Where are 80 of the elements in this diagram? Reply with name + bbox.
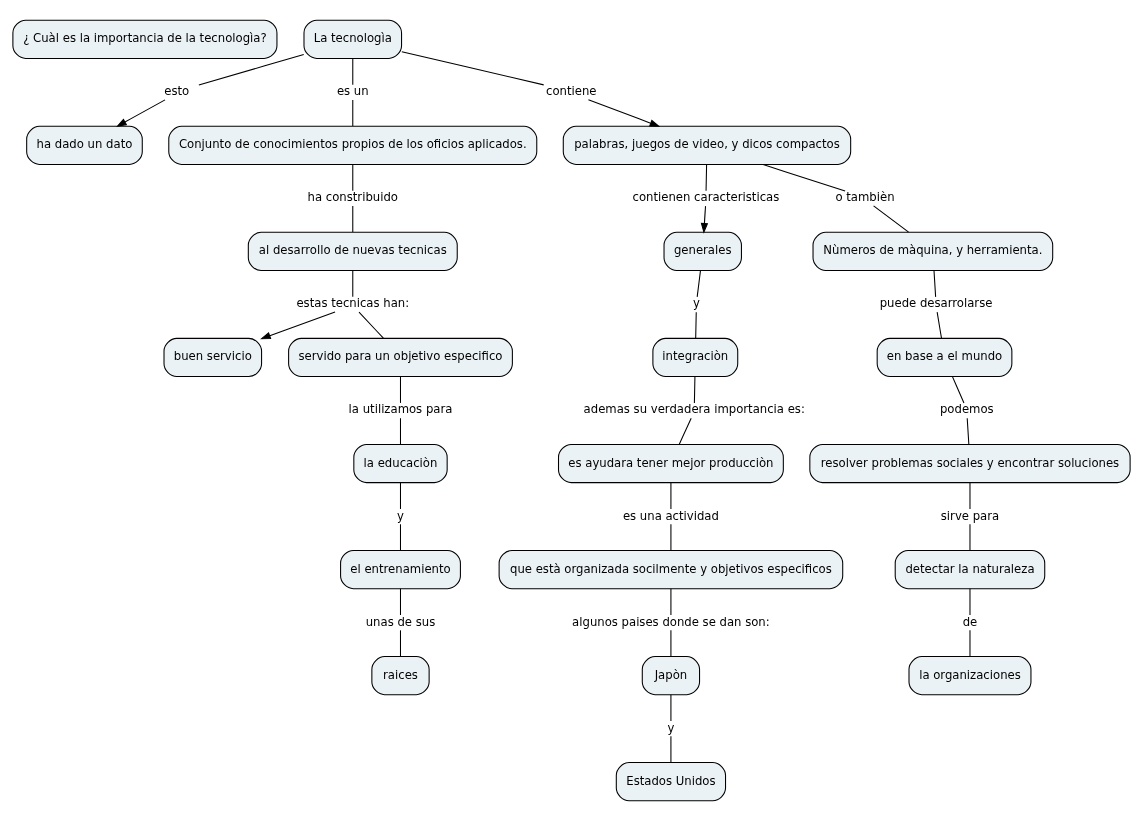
connector bbox=[198, 53, 305, 85]
node-text: puede desarrolarse bbox=[879, 295, 993, 310]
node-text: es una actividad bbox=[622, 508, 719, 523]
connector bbox=[399, 523, 402, 551]
node-box: buen servicio bbox=[163, 337, 263, 377]
node-text: contienen caracteristicas bbox=[632, 189, 780, 204]
connector bbox=[969, 629, 971, 657]
node-text: la utilizamos para bbox=[348, 401, 453, 416]
node-text: ha constribuido bbox=[307, 189, 398, 204]
connector bbox=[670, 735, 672, 763]
node-box: en base a el mundo bbox=[876, 337, 1013, 377]
connector bbox=[670, 523, 672, 551]
node-box: resolver problemas sociales y encontrar soluciones bbox=[809, 443, 1131, 483]
connector bbox=[969, 523, 971, 551]
node-box: ¿ Cuàl es la importancia de la tecnologìa? bbox=[12, 19, 278, 59]
node-box: la educaciòn bbox=[353, 443, 448, 483]
node-box: servido para un objetivo especifico bbox=[288, 337, 513, 377]
node-text: y bbox=[692, 295, 700, 310]
connector bbox=[670, 481, 672, 509]
node-box: que està organizada socilmente y objetivos especificos bbox=[498, 549, 844, 589]
connector bbox=[966, 417, 970, 445]
connector bbox=[399, 375, 402, 403]
node-text: y bbox=[667, 720, 675, 735]
node-box: ha dado un dato bbox=[26, 125, 143, 165]
connector bbox=[352, 269, 354, 297]
connector bbox=[401, 50, 545, 85]
node-box: generales bbox=[663, 231, 742, 271]
node-box: Nùmeros de màquina, y herramienta. bbox=[812, 231, 1054, 271]
node-text: estas tecnicas han: bbox=[296, 295, 410, 310]
node-box: Conjunto de conocimientos propios de los oficios aplicados. bbox=[168, 125, 538, 165]
connector bbox=[695, 311, 697, 339]
connector bbox=[352, 57, 354, 85]
connector bbox=[670, 629, 672, 657]
node-text: sirve para bbox=[940, 508, 1000, 523]
connector bbox=[352, 99, 354, 127]
node-box: detectar la naturaleza bbox=[894, 549, 1046, 589]
connector bbox=[399, 481, 402, 509]
node-box: integraciòn bbox=[652, 337, 739, 377]
node-box: es ayudara tener mejor producciòn bbox=[558, 443, 784, 483]
node-text: es un bbox=[336, 83, 369, 98]
connector bbox=[399, 629, 402, 657]
node-text: esto bbox=[164, 83, 190, 98]
node-text: podemos bbox=[939, 401, 994, 416]
node-box: Estados Unidos bbox=[615, 761, 727, 801]
connector bbox=[969, 481, 971, 509]
node-box: palabras, juegos de video, y dicos compactos bbox=[562, 125, 852, 165]
arrow bbox=[260, 310, 336, 339]
connector bbox=[358, 311, 384, 339]
connector bbox=[762, 163, 846, 191]
node-box: al desarrollo de nuevas tecnicas bbox=[247, 231, 458, 271]
connector bbox=[933, 269, 937, 297]
connector bbox=[873, 204, 910, 233]
connector bbox=[670, 587, 672, 616]
connector bbox=[696, 269, 701, 297]
node-text: contiene bbox=[546, 83, 597, 98]
connector bbox=[352, 205, 354, 233]
connector bbox=[399, 587, 402, 616]
connector bbox=[670, 693, 672, 722]
arrow bbox=[700, 205, 709, 234]
node-box: el entrenamiento bbox=[340, 549, 461, 589]
node-text: unas de sus bbox=[365, 614, 436, 629]
node-box: la organizaciones bbox=[908, 655, 1032, 695]
node-text: algunos paises donde se dan son: bbox=[572, 614, 770, 629]
connector bbox=[352, 163, 354, 191]
node-box: La tecnologìa bbox=[303, 19, 403, 59]
node-box: Japòn bbox=[641, 655, 701, 695]
connector bbox=[969, 587, 971, 616]
connector bbox=[951, 375, 965, 403]
connector bbox=[399, 417, 402, 445]
connector bbox=[693, 375, 696, 403]
node-text: o tambièn bbox=[835, 189, 895, 204]
node-text: ademas su verdadera importancia es: bbox=[583, 401, 805, 416]
connector bbox=[678, 417, 692, 445]
node-box: raices bbox=[371, 655, 430, 695]
arrow bbox=[116, 98, 166, 127]
connector bbox=[936, 311, 942, 339]
arrow bbox=[587, 98, 661, 127]
node-text: de bbox=[962, 614, 978, 629]
connector bbox=[705, 163, 708, 191]
node-text: y bbox=[397, 508, 404, 523]
